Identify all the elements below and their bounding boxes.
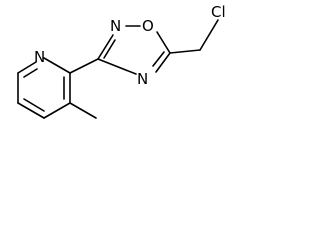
atom-label-chlorine: Cl [211, 3, 226, 21]
bond-c3-n2-inner [103, 39, 116, 59]
pyridine-ring [17, 57, 71, 119]
chemical-structure-diagram: N O N Cl N [17, 3, 226, 119]
bond-c6-n1 [17, 61, 37, 74]
bond-ring-link [69, 58, 99, 74]
bond-c3-n2 [97, 34, 114, 60]
bond-c5-n4-inner [152, 51, 165, 67]
atom-label-n-oxadiazole-bottom: N [137, 70, 148, 88]
bond-c3-c4 [43, 102, 71, 119]
structure-canvas: N O N Cl N [0, 0, 246, 142]
oxadiazole-ring [97, 25, 171, 75]
bond-c6-n1-inner [23, 68, 38, 78]
atom-label-n-pyridine: N [34, 48, 45, 66]
bond-c4-c5 [17, 102, 45, 119]
atom-label-o-oxadiazole: O [142, 17, 154, 35]
bond-n1-c2 [43, 57, 71, 74]
bond-c5-ch2 [169, 49, 201, 54]
bond-methyl [69, 102, 97, 119]
bond-ch2-cl [199, 19, 219, 51]
bond-n4-c3 [97, 58, 137, 75]
bond-c5-n4 [155, 52, 171, 73]
atom-label-n-oxadiazole-top: N [110, 17, 121, 35]
bond-o1-c5 [156, 31, 171, 54]
bond-c4-c5-inner [23, 98, 45, 112]
